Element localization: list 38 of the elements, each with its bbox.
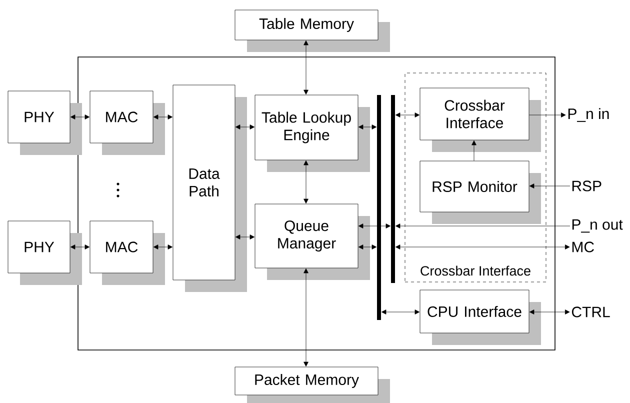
arrow [358, 124, 377, 130]
arrow [529, 112, 566, 118]
arrow [235, 124, 255, 130]
block: Data Path [172, 84, 247, 292]
arrow [304, 40, 308, 95]
arrow [235, 234, 255, 240]
arrow [529, 310, 570, 314]
block: Table Memory [234, 10, 390, 52]
block: MAC [90, 90, 165, 155]
block: MAC [90, 220, 165, 285]
signal-label: CTRL [572, 306, 610, 318]
signal-label: P_n in [568, 108, 609, 122]
block: RSP Monitor [420, 160, 541, 224]
block: Crossbar Interface [420, 88, 541, 152]
block: PHY [8, 220, 82, 285]
signal-label: RSP [572, 180, 602, 192]
arrow [358, 224, 391, 228]
arrow [153, 114, 173, 120]
block: Queue Manager [254, 204, 370, 280]
arrow [395, 244, 570, 250]
arrow [529, 184, 570, 188]
arrow [472, 140, 476, 161]
arrow [381, 310, 420, 314]
arrow [304, 268, 308, 367]
arrow [395, 224, 570, 228]
signal-label: MC [572, 242, 594, 252]
block: PHY [8, 90, 82, 155]
arrow [304, 160, 308, 204]
block: Packet Memory [234, 366, 390, 403]
signal-label: P_n out [572, 219, 623, 233]
arrow [395, 112, 420, 118]
arrow [70, 114, 90, 120]
arrow [358, 244, 377, 250]
arrow [153, 244, 173, 250]
block: Table Lookup Engine [254, 94, 370, 172]
arrow [70, 244, 90, 250]
chip-box [78, 56, 556, 350]
block: CPU Interface [420, 290, 541, 345]
